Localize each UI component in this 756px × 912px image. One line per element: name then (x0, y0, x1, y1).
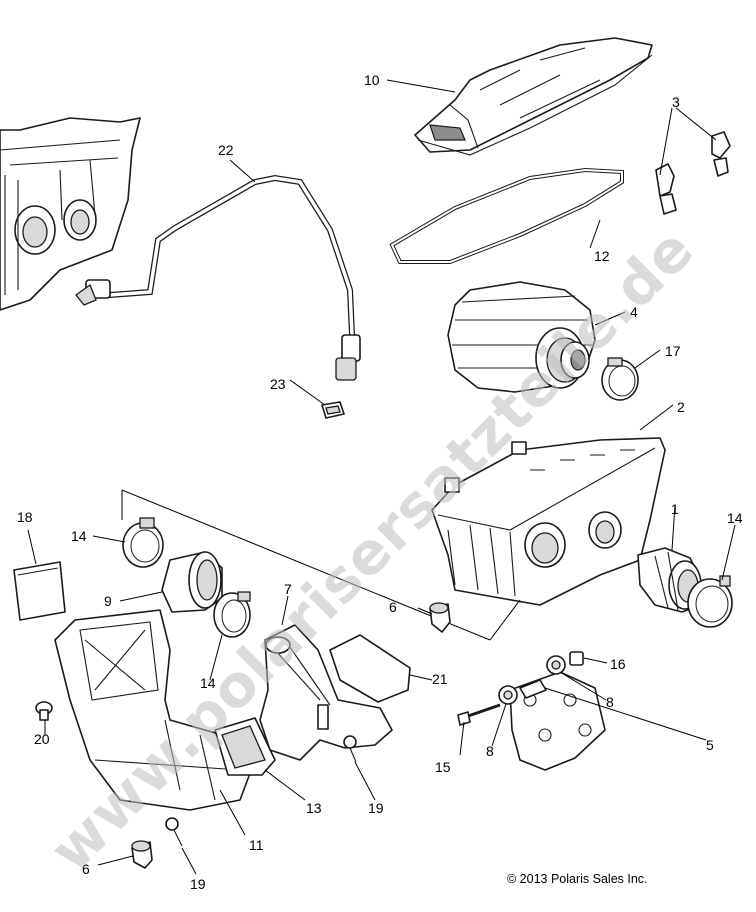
washer-left (498, 685, 518, 705)
callout-17: 17 (665, 343, 681, 359)
screw-right (343, 735, 357, 763)
assembly-bracket (121, 489, 521, 641)
callout-7: 7 (284, 581, 292, 597)
callout-14-right: 14 (727, 510, 743, 526)
callout-9: 9 (104, 593, 112, 609)
callout-14-middle: 14 (200, 675, 216, 691)
airbox-lid (414, 37, 653, 156)
callout-12: 12 (594, 248, 610, 264)
callout-11: 11 (249, 837, 264, 853)
intake-duct (259, 624, 393, 761)
callout-6-middle: 6 (389, 599, 397, 615)
leader-lines (27, 79, 736, 875)
lid-clips (655, 131, 731, 215)
callout-14-upper: 14 (71, 528, 87, 544)
filter-clamp (601, 357, 639, 401)
clamp-middle (213, 591, 251, 638)
lid-seal (389, 167, 624, 264)
callout-1: 1 (671, 501, 679, 517)
callout-15: 15 (435, 759, 451, 775)
foam-sheet (329, 634, 411, 703)
grommet-bottom (131, 840, 153, 869)
callout-10: 10 (364, 72, 380, 88)
air-filter (447, 281, 596, 393)
callout-8-left: 8 (486, 743, 494, 759)
coupler-sleeve (161, 551, 223, 613)
callout-21: 21 (432, 671, 448, 687)
callout-19-bottom: 19 (190, 876, 206, 892)
pre-filter-pad (13, 561, 66, 621)
callout-22: 22 (218, 142, 234, 158)
screw-bottom (165, 817, 183, 847)
washer-right (546, 655, 566, 675)
callout-8-right: 8 (606, 694, 614, 710)
grommet-middle (429, 602, 451, 633)
lower-airbox (431, 437, 666, 606)
callout-6-bottom: 6 (82, 861, 90, 877)
spacer (519, 679, 547, 699)
callout-19-right: 19 (368, 800, 384, 816)
callout-16: 16 (610, 656, 626, 672)
callout-5: 5 (706, 737, 714, 753)
upper-airbox-partial (0, 117, 141, 311)
callout-4: 4 (630, 304, 638, 320)
callout-3: 3 (672, 94, 680, 110)
breather-hose (75, 174, 361, 381)
mount-bolt (457, 703, 501, 726)
copyright-text: © 2013 Polaris Sales Inc. (507, 872, 648, 886)
callout-20: 20 (34, 731, 50, 747)
callout-2: 2 (677, 399, 685, 415)
callout-23: 23 (270, 376, 286, 392)
duct-boot (214, 717, 276, 776)
mounting-bracket (509, 671, 606, 771)
callout-13: 13 (306, 800, 322, 816)
callouts: 10 3 22 12 4 17 23 2 1 18 14 14 9 7 6 16… (17, 72, 743, 892)
drain-plug (35, 701, 53, 721)
clamp-upper (122, 517, 164, 568)
callout-18: 18 (17, 509, 33, 525)
clamp-right (687, 575, 733, 628)
nut (569, 651, 584, 666)
hose-clip (321, 401, 345, 419)
